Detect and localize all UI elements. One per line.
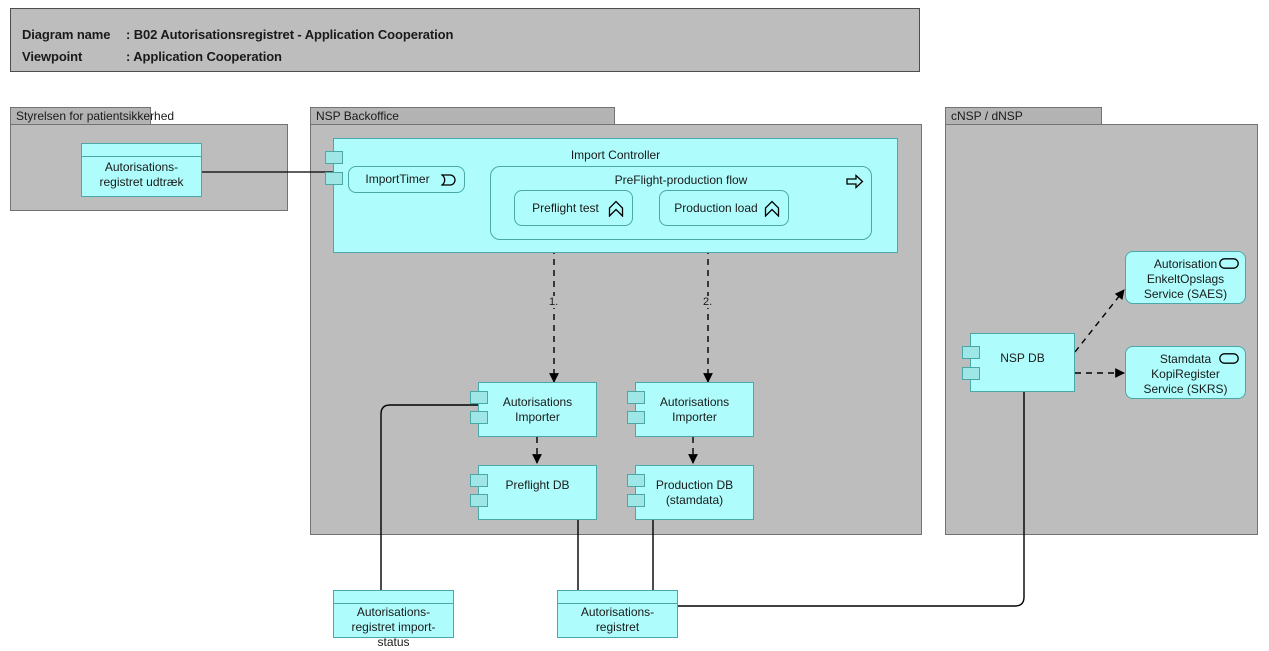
data-object-autorisationsregistret-udtraek[interactable]: Autorisations- registret udtræk [81, 143, 202, 197]
data-object-icon [334, 591, 453, 604]
element-label: NSP DB [1000, 351, 1045, 365]
element-label: Autorisations- registret [580, 605, 655, 634]
application-service-saes[interactable]: Autorisation EnkeltOpslags Service (SAES… [1125, 251, 1246, 304]
event-icon [439, 173, 458, 187]
viewpoint-value: : Application Cooperation [126, 49, 282, 64]
component-icon [470, 391, 488, 404]
component-preflight-db[interactable]: Preflight DB [470, 465, 597, 520]
diagram-name-line: Diagram name : B02 Autorisationsregistret… [22, 27, 453, 42]
application-service-skrs[interactable]: Stamdata KopiRegister Service (SKRS) [1125, 346, 1246, 399]
component-icon [470, 411, 488, 424]
component-autorisations-importer-preflight[interactable]: Autorisations Importer [470, 382, 597, 437]
component-icon [470, 494, 488, 507]
group-label-cnsp-dnsp: cNSP / dNSP [951, 109, 1023, 123]
element-label: Preflight test [532, 201, 599, 215]
component-icon [627, 474, 645, 487]
element-label: Autorisations- registret udtræk [99, 160, 184, 189]
diagram-name-key: Diagram name [22, 27, 111, 42]
group-body [945, 124, 1258, 535]
element-label: Stamdata KopiRegister Service (SKRS) [1143, 352, 1228, 396]
element-label: Production DB (stamdata) [655, 478, 734, 507]
data-object-icon [82, 144, 201, 157]
component-icon [962, 346, 980, 359]
element-label: Autorisation EnkeltOpslags Service (SAES… [1143, 257, 1228, 301]
application-event-importtimer[interactable]: ImportTimer [348, 166, 465, 193]
component-icon [627, 411, 645, 424]
component-icon [962, 367, 980, 380]
component-icon [325, 151, 343, 164]
application-function-preflight-test[interactable]: Preflight test [514, 190, 633, 226]
group-tab [310, 107, 615, 125]
group-tab [10, 107, 151, 125]
element-label: PreFlight-production flow [614, 173, 748, 187]
element-label: Autorisations- registret import- status [351, 605, 436, 649]
component-production-db-stamdata[interactable]: Production DB (stamdata) [627, 465, 754, 520]
element-label: ImportTimer [365, 172, 430, 186]
viewpoint-key: Viewpoint [22, 49, 83, 64]
group-cnsp-dnsp: cNSP / dNSP [945, 107, 1258, 535]
application-function-production-load[interactable]: Production load [659, 190, 789, 226]
group-label-styrelsen: Styrelsen for patientsikkerhed [16, 109, 175, 123]
element-label: Autorisations Importer [502, 395, 573, 424]
data-object-autorisationsregistret-import-status[interactable]: Autorisations- registret import- status [333, 590, 454, 649]
connector-label-step1: 1. [548, 296, 560, 308]
component-icon [627, 494, 645, 507]
service-oval-icon [1219, 353, 1239, 364]
data-object-autorisationsregistret[interactable]: Autorisations- registret [557, 590, 678, 638]
component-icon [470, 474, 488, 487]
data-object-icon [558, 591, 677, 604]
group-label-nsp-backoffice: NSP Backoffice [316, 109, 399, 123]
process-arrow-icon [846, 174, 864, 189]
service-oval-icon [1219, 258, 1239, 269]
component-icon [325, 172, 343, 185]
component-nsp-db[interactable]: NSP DB [962, 333, 1075, 392]
element-label: Preflight DB [505, 478, 570, 492]
component-icon [627, 391, 645, 404]
diagram-name-value: : B02 Autorisationsregistret - Applicati… [126, 27, 454, 42]
element-label: Import Controller [570, 148, 661, 162]
function-chevron-icon [608, 200, 624, 218]
element-label: Autorisations Importer [659, 395, 730, 424]
function-chevron-icon [764, 200, 780, 218]
element-label: Production load [674, 201, 758, 215]
connector-label-step2: 2. [702, 296, 714, 308]
viewpoint-line: Viewpoint : Application Cooperation [22, 49, 282, 64]
diagram-title-block: Diagram name : B02 Autorisationsregistret… [10, 8, 920, 72]
component-autorisations-importer-production[interactable]: Autorisations Importer [627, 382, 754, 437]
group-tab [945, 107, 1102, 125]
